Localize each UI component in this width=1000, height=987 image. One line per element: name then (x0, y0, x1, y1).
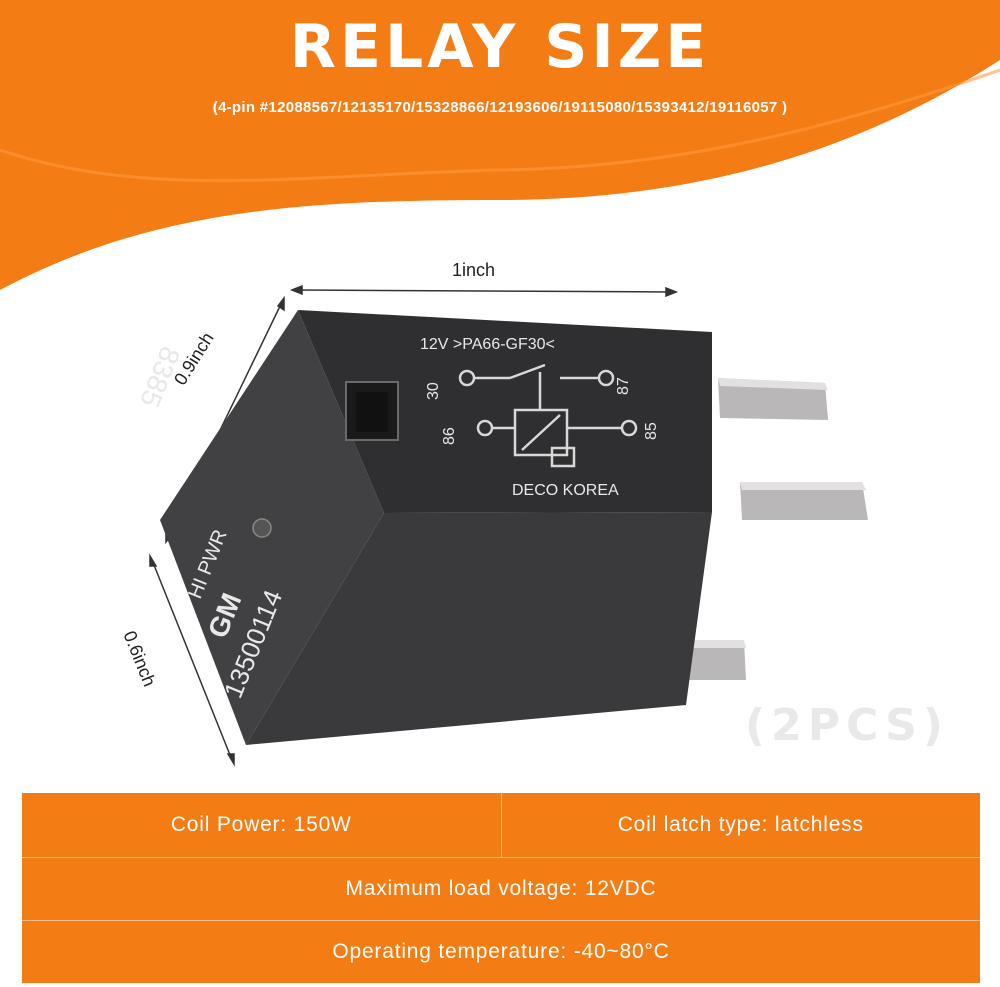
relay-drawing: 12V >PA66-GF30< 30 87 86 85 DECO KOREA H… (134, 284, 868, 767)
relay-front-face (246, 512, 712, 745)
max-voltage-cell: Maximum load voltage: 12VDC (345, 877, 657, 900)
width-dimension-label: 1inch (452, 260, 496, 280)
specs-table: Coil Power: 150W Coil latch type: latchl… (22, 793, 980, 983)
pin-85-label: 85 (643, 422, 660, 440)
relay-maker-marking: DECO KOREA (512, 482, 619, 499)
relay-schematic (458, 363, 638, 468)
specs-row: Operating temperature: -40~80°C (22, 920, 980, 983)
relay-spec-marking: 12V >PA66-GF30< (420, 336, 555, 353)
relay-side-face (160, 310, 384, 745)
pin-86-label: 86 (441, 427, 458, 445)
coil-power-cell: Coil Power: 150W (22, 793, 502, 857)
coil-latch-cell: Coil latch type: latchless (617, 813, 864, 836)
specs-row: Maximum load voltage: 12VDC (22, 857, 980, 920)
relay-top-face (298, 310, 712, 513)
header-banner (0, 0, 1000, 300)
operating-temp-cell: Operating temperature: -40~80°C (332, 940, 670, 963)
relay-illustration: 12V >PA66-GF30< 30 87 86 85 DECO KOREA H… (0, 240, 1000, 785)
quantity-badge: (2PCS) (745, 700, 949, 751)
pin-30-label: 30 (425, 382, 442, 400)
part-numbers-subtitle: (4-pin #12088567/12135170/15328866/12193… (212, 99, 788, 116)
pin-87-label: 87 (615, 377, 632, 395)
specs-row: Coil Power: 150W Coil latch type: latchl… (22, 793, 980, 857)
page-title: RELAY SIZE (289, 12, 711, 82)
banner-background (0, 0, 1000, 290)
